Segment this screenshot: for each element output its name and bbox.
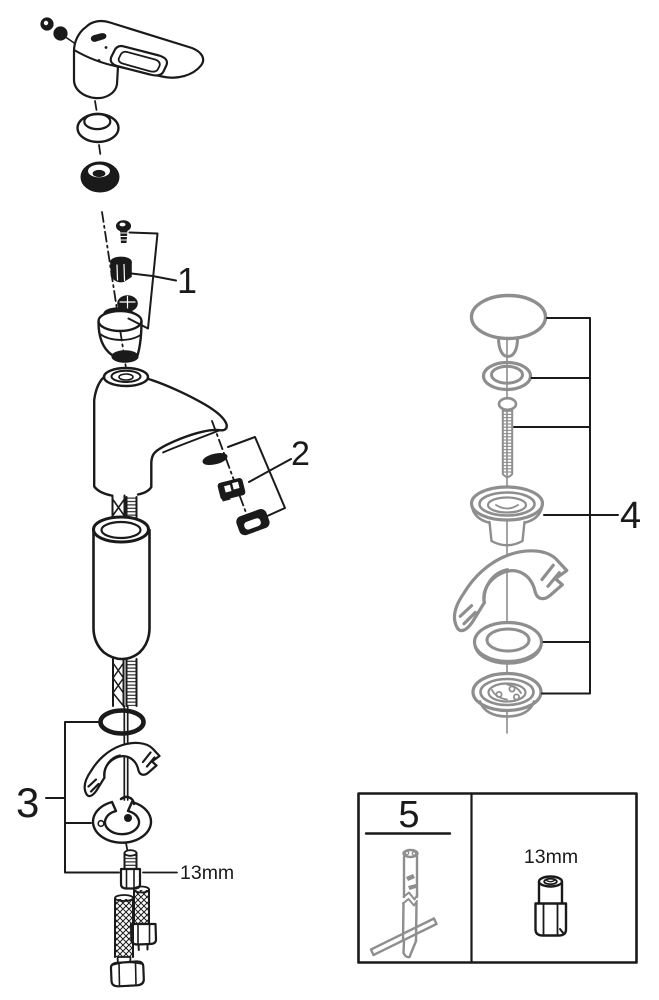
stabilizing-plate <box>83 741 161 798</box>
handle-fixing-screw <box>40 17 81 48</box>
callout-label-5: 5 <box>398 794 419 836</box>
callout-label-4: 4 <box>620 495 641 537</box>
drain-assembly <box>454 293 566 734</box>
aerator-insert <box>217 478 246 502</box>
tool-box <box>357 792 638 964</box>
black-overlay: 1 2 3 4 5 13mm 13mm <box>16 260 641 964</box>
aerator-housing <box>236 509 270 536</box>
aerator-seal <box>202 452 228 466</box>
faucet-body <box>92 366 228 801</box>
gray-linework <box>369 293 567 959</box>
cartridge-screw <box>115 220 132 243</box>
supply-hoses <box>109 885 158 988</box>
aerator-group <box>202 420 292 536</box>
rubber-washer <box>472 620 544 665</box>
mounting-nut <box>119 849 142 890</box>
black-linework <box>40 17 292 988</box>
lever-handle <box>72 19 205 100</box>
body-column <box>92 515 151 661</box>
o-ring <box>98 708 146 736</box>
callout-bracket-2 <box>227 436 292 519</box>
callout-bracket-4 <box>513 317 619 695</box>
callout-labels: 1 2 3 4 5 13mm 13mm <box>16 260 641 884</box>
connecting-screw <box>497 396 518 478</box>
lever-handle-assembly <box>40 17 205 193</box>
dome-cap <box>80 161 120 193</box>
mounting-horseshoe <box>91 795 153 844</box>
callout-label-3: 3 <box>16 779 39 826</box>
socket-wrench-tool <box>369 848 438 959</box>
callout-bracket-3 <box>45 721 120 874</box>
cartridge-group <box>97 211 177 369</box>
escutcheon-ring <box>76 112 120 144</box>
plug-washer <box>481 360 533 392</box>
socket-size-label: 13mm <box>524 846 578 868</box>
drain-locknut <box>471 671 543 718</box>
support-wedge <box>454 551 566 631</box>
drain-flange <box>469 485 545 547</box>
callout-label-1: 1 <box>177 260 197 301</box>
ceramic-cartridge <box>97 295 143 363</box>
socket-adapter <box>534 875 568 937</box>
mounting-nut-size-label: 13mm <box>180 862 234 884</box>
callout-label-2: 2 <box>291 435 310 473</box>
mounting-group <box>45 708 178 988</box>
cap-nut <box>110 256 132 283</box>
callout-bracket-1 <box>127 231 177 330</box>
pop-up-plug <box>469 293 548 358</box>
